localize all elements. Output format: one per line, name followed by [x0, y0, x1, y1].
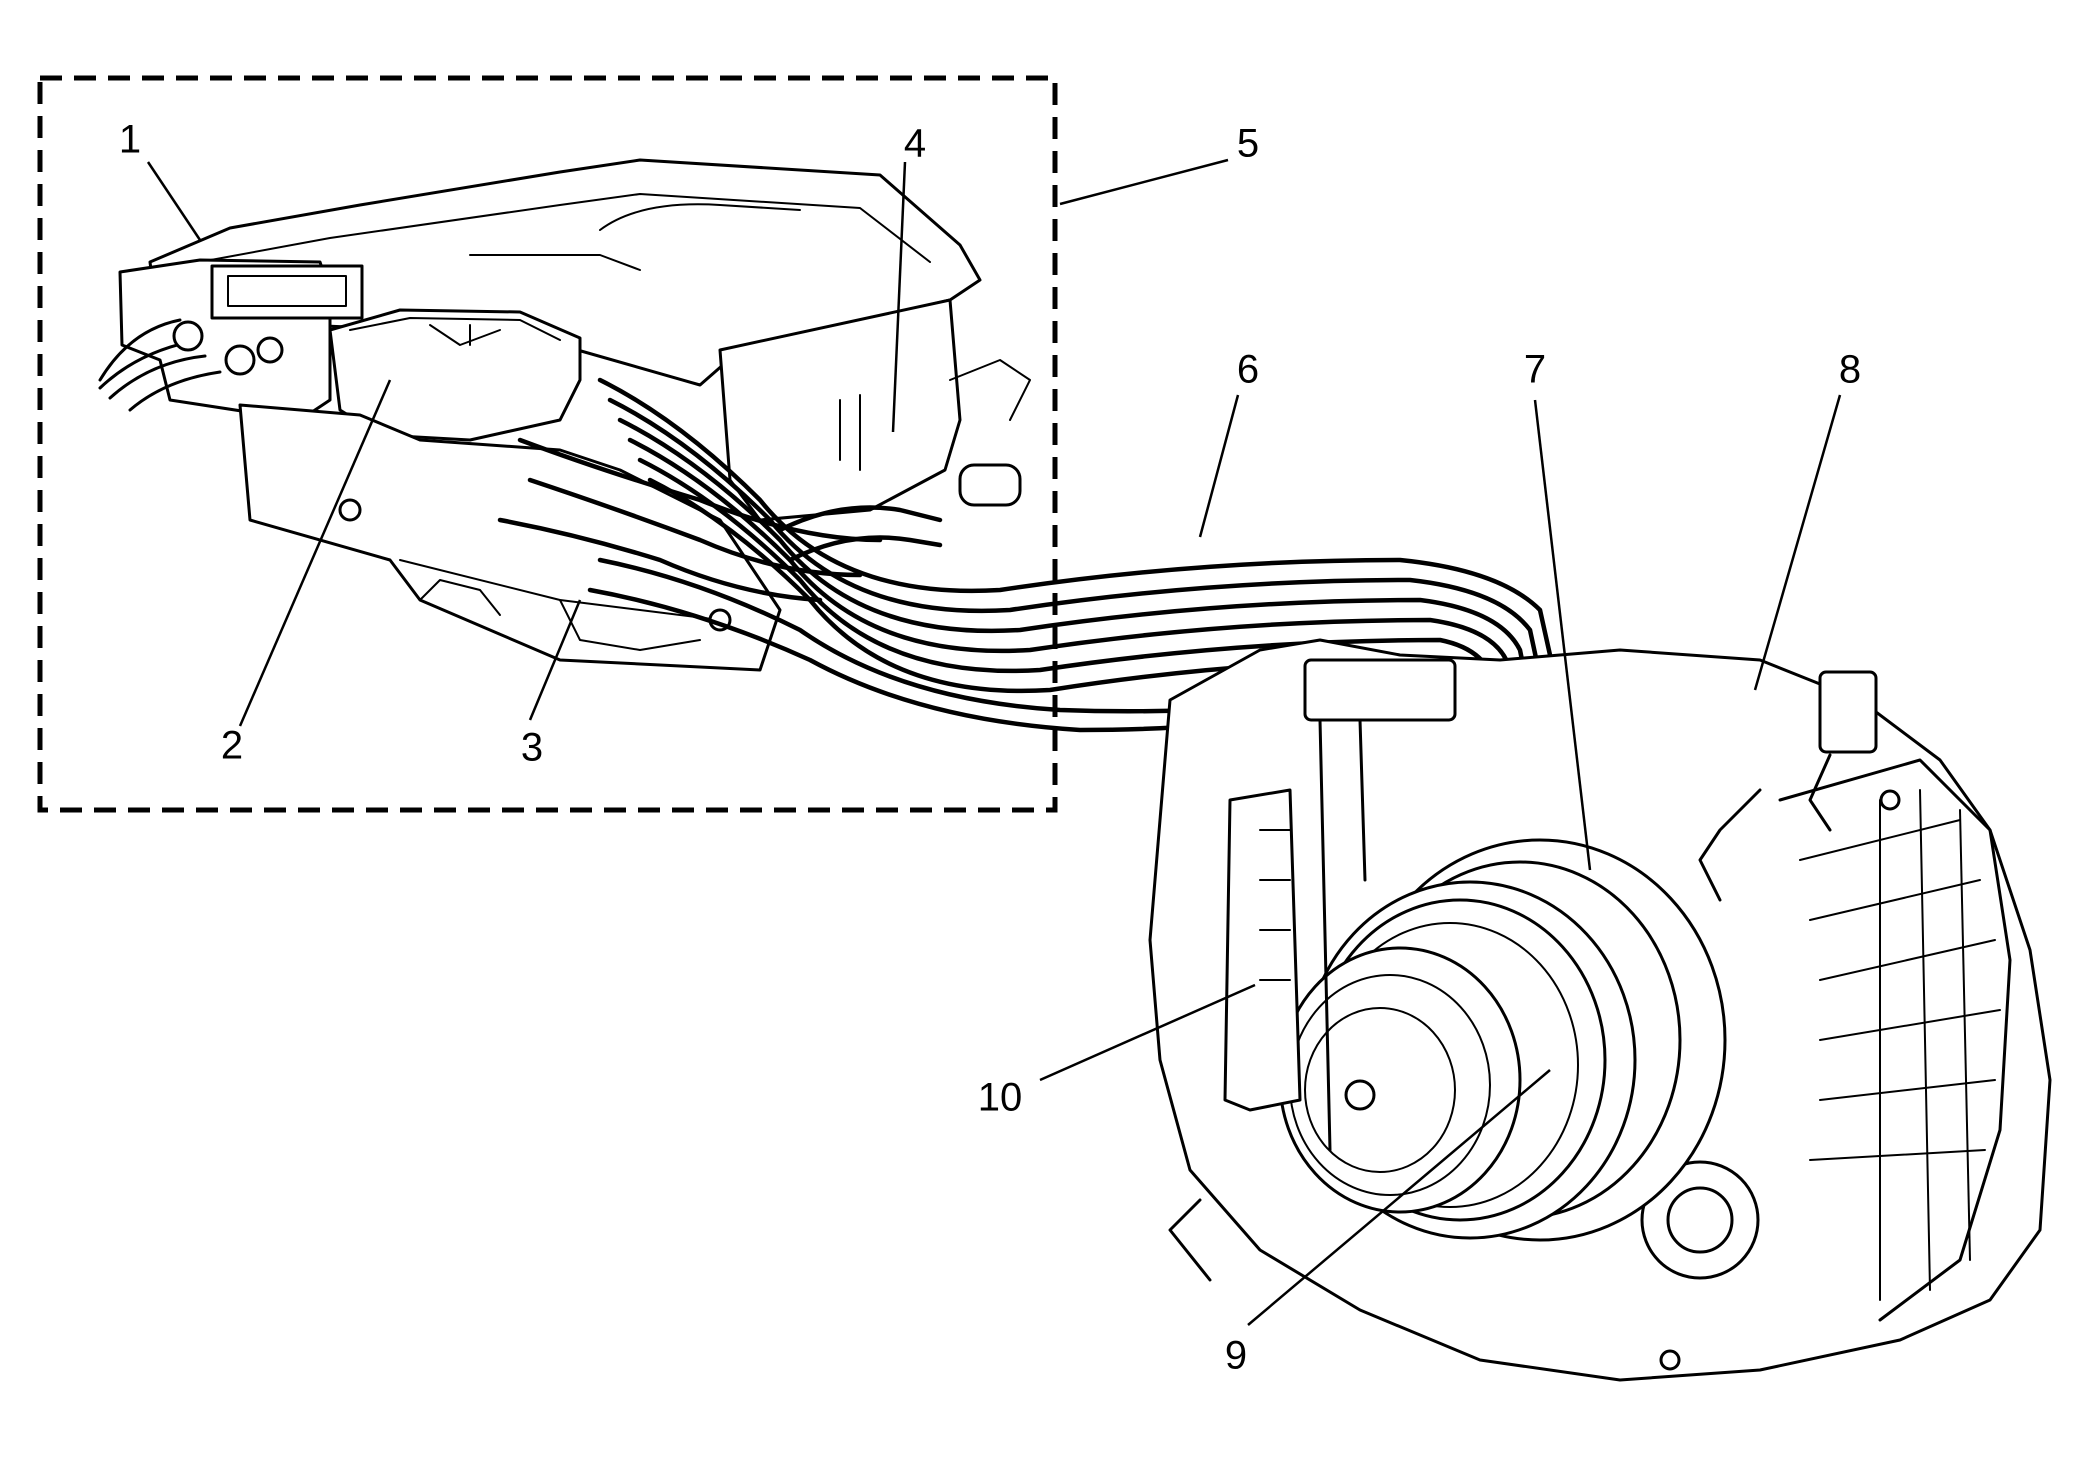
- transmission-assembly-drawing: [1148, 638, 2052, 1382]
- leader-3: [528, 599, 582, 721]
- callout-8: 8: [1839, 348, 1861, 392]
- leader-6: [1198, 394, 1240, 538]
- leader-10: [1039, 983, 1256, 1082]
- callout-9: 9: [1225, 1334, 1247, 1378]
- power-inverter-module-drawing: [98, 158, 1031, 672]
- module-boundary-box: [37, 75, 1058, 813]
- callout-1: 1: [119, 118, 141, 162]
- callout-5: 5: [1237, 122, 1259, 166]
- leader-8: [1753, 394, 1842, 691]
- callout-2: 2: [221, 724, 243, 768]
- leader-9: [1247, 1069, 1551, 1326]
- callout-10: 10: [978, 1076, 1023, 1120]
- callout-3: 3: [521, 726, 543, 770]
- callout-4: 4: [904, 122, 926, 166]
- leader-4: [891, 161, 907, 433]
- leader-1: [146, 161, 202, 241]
- leader-7: [1533, 399, 1592, 871]
- leader-2: [238, 379, 392, 727]
- callout-7: 7: [1524, 348, 1546, 392]
- callout-6: 6: [1237, 348, 1259, 392]
- leader-5: [1059, 158, 1229, 206]
- callout-leaders: [146, 158, 1842, 1326]
- callout-labels: 1 2 3 4 5 6 7 8 9 10: [119, 118, 1861, 1378]
